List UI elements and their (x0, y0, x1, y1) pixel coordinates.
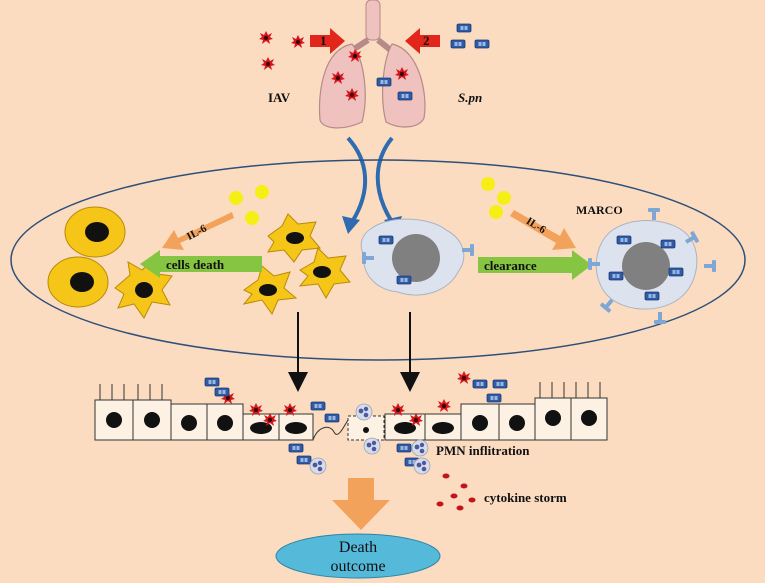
bacteria-icon (310, 401, 326, 411)
spn-label: S.pn (458, 90, 482, 105)
dying-cell (267, 213, 321, 263)
virus-icon (261, 57, 275, 70)
il6-molecule (481, 177, 495, 191)
bacteria-icon (214, 387, 230, 397)
interaction-ellipse (10, 159, 746, 361)
virus-icon (457, 371, 471, 384)
cytokine-dots (436, 473, 476, 511)
pmn-cell (355, 403, 373, 421)
arrow-2: 2 (405, 28, 440, 54)
cells-death-label: cells death (166, 257, 225, 272)
pmn-label: PMN inflitration (436, 443, 530, 458)
healthy-cell (64, 206, 126, 258)
clearance-arrow: clearance (478, 250, 592, 280)
outcome-line2: outcome (330, 558, 385, 575)
healthy-cell (47, 256, 109, 308)
outcome-line1: Death (339, 539, 377, 556)
virus-icon (291, 35, 305, 48)
death-outcome: Death outcome (275, 533, 441, 579)
curved-arrow-left (346, 136, 367, 224)
cells-death-arrow: cells death (140, 250, 262, 278)
il6-molecule (497, 191, 511, 205)
bacteria-icon (288, 443, 304, 453)
bacteria-icon (450, 39, 466, 49)
curved-arrow-right (375, 136, 394, 224)
il6-arrow-right: IL-6 (510, 210, 576, 250)
il6-molecule (255, 185, 269, 199)
bacteria-icon (492, 379, 508, 389)
nuclei (106, 410, 597, 434)
bacteria-icon (324, 413, 340, 423)
pmn-cell (309, 457, 327, 475)
bacteria-icon (397, 91, 413, 101)
arrow-1: 1 (310, 28, 345, 54)
outcome-arrow (332, 478, 390, 530)
cytokine-storm-label: cytokine storm (484, 490, 567, 505)
bacteria-icon (376, 77, 392, 87)
bacteria-icon (456, 23, 472, 33)
pmn-cell (413, 457, 431, 475)
bacteria-icon (204, 377, 220, 387)
arrow-2-label: 2 (423, 33, 430, 48)
pmn-cell (411, 439, 429, 457)
marco-macrophage (588, 208, 716, 324)
il6-arrow-left: IL-6 (162, 212, 234, 250)
dying-cell (298, 247, 351, 300)
virus-icon (259, 31, 273, 44)
marco-label: MARCO (576, 203, 623, 217)
bacteria-icon (486, 393, 502, 403)
bacteria-icon (296, 455, 312, 465)
il6-molecule (489, 205, 503, 219)
damaged-epithelium (312, 419, 349, 441)
cilia (99, 382, 601, 400)
bacteria-icon (474, 39, 490, 49)
pmn-cell (363, 437, 381, 455)
il6-molecule (245, 211, 259, 225)
arrow-1-label: 1 (320, 33, 327, 48)
clearance-label: clearance (484, 258, 537, 273)
iav-label: IAV (268, 90, 291, 105)
epithelium (94, 397, 608, 441)
macrophage (360, 218, 474, 296)
lungs-illustration (319, 0, 426, 129)
dying-cell (242, 265, 298, 316)
bacteria-icon (396, 443, 412, 453)
il6-molecule (229, 191, 243, 205)
virus-icon (437, 399, 451, 412)
bacteria-icon (472, 379, 488, 389)
